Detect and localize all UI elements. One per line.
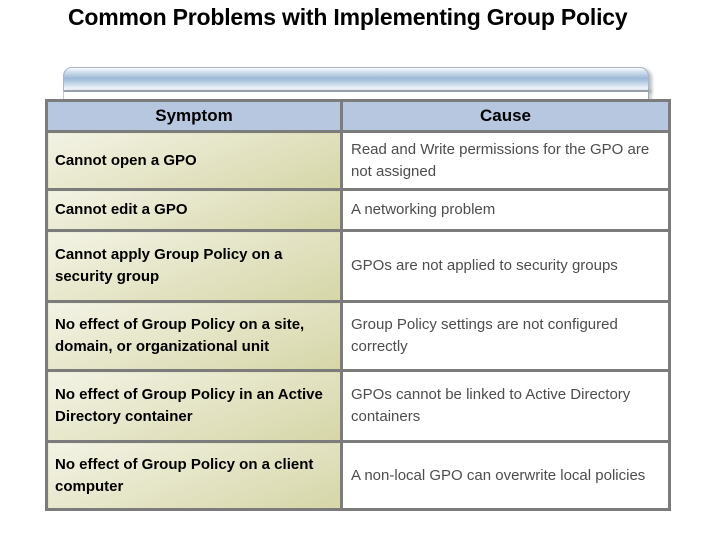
table-row: Cannot edit a GPO A networking problem	[45, 188, 671, 232]
symptom-cell: No effect of Group Policy on a client co…	[45, 440, 343, 511]
symptom-cell: Cannot open a GPO	[45, 130, 343, 191]
symptom-cell: No effect of Group Policy in an Active D…	[45, 369, 343, 443]
table-row: Cannot apply Group Policy on a security …	[45, 229, 671, 303]
cause-cell: GPOs cannot be linked to Active Director…	[340, 369, 671, 443]
column-header-cause: Cause	[340, 99, 671, 133]
table-header-row: Symptom Cause	[45, 99, 671, 133]
cause-cell: Group Policy settings are not configured…	[340, 300, 671, 372]
problems-table: Symptom Cause Cannot open a GPO Read and…	[45, 99, 671, 511]
cause-cell: A networking problem	[340, 188, 671, 232]
cause-cell: A non-local GPO can overwrite local poli…	[340, 440, 671, 511]
cause-cell: Read and Write permissions for the GPO a…	[340, 130, 671, 191]
symptom-cell: Cannot apply Group Policy on a security …	[45, 229, 343, 303]
column-header-symptom: Symptom	[45, 99, 343, 133]
table-row: Cannot open a GPO Read and Write permiss…	[45, 130, 671, 191]
top-glass-bar-decoration	[63, 67, 649, 91]
symptom-cell: Cannot edit a GPO	[45, 188, 343, 232]
cause-cell: GPOs are not applied to security groups	[340, 229, 671, 303]
table-row: No effect of Group Policy on a site, dom…	[45, 300, 671, 372]
table-row: No effect of Group Policy on a client co…	[45, 440, 671, 511]
symptom-cell: No effect of Group Policy on a site, dom…	[45, 300, 343, 372]
table-row: No effect of Group Policy in an Active D…	[45, 369, 671, 443]
top-bar-base-decoration	[63, 90, 649, 101]
page-title: Common Problems with Implementing Group …	[68, 4, 628, 30]
